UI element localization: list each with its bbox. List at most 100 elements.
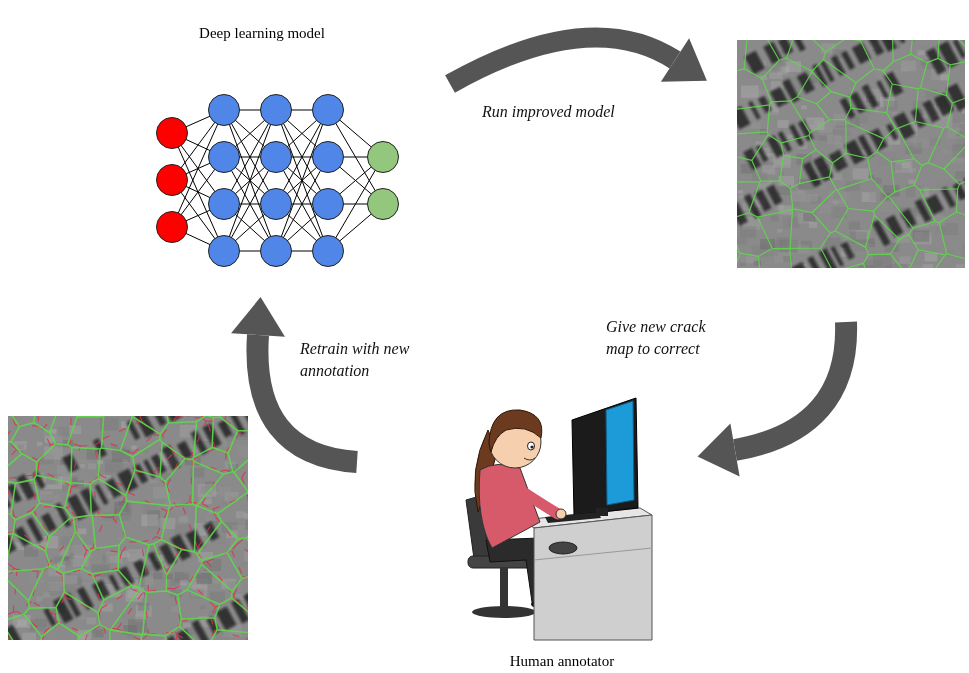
- noise-speck: [869, 243, 875, 247]
- noise-speck: [879, 152, 897, 164]
- monitor-screen: [606, 401, 634, 505]
- neuron: [261, 142, 292, 173]
- script-stroke: [92, 580, 110, 600]
- noise-speck: [806, 117, 824, 130]
- script-stroke: [886, 123, 898, 140]
- script-stroke: [868, 40, 884, 56]
- script-stroke: [963, 177, 965, 196]
- noise-speck: [925, 253, 938, 262]
- node-title: Human annotator: [510, 652, 615, 670]
- noise-speck: [244, 513, 248, 518]
- network-link: [276, 110, 328, 251]
- neuron: [209, 95, 240, 126]
- script-stroke: [876, 80, 888, 98]
- script-stroke: [946, 83, 965, 111]
- noise-speck: [819, 136, 827, 141]
- noise-speck: [790, 164, 797, 169]
- desk-front: [534, 515, 652, 640]
- noise-speck: [956, 264, 965, 268]
- noise-speck: [797, 245, 809, 254]
- noise-speck: [49, 582, 62, 591]
- noise-speck: [219, 487, 232, 496]
- noise-speck: [801, 105, 807, 109]
- script-stroke: [841, 242, 855, 260]
- script-stroke: [117, 566, 134, 587]
- script-stroke: [191, 620, 209, 640]
- noise-speck: [909, 168, 916, 173]
- noise-speck: [86, 618, 96, 625]
- script-stroke: [877, 40, 896, 52]
- noise-speck: [844, 188, 849, 192]
- neuron: [313, 236, 344, 267]
- script-stroke: [820, 61, 834, 83]
- mouth: [524, 458, 535, 460]
- script-stroke: [43, 608, 56, 627]
- neuron: [313, 95, 344, 126]
- neuron: [209, 189, 240, 220]
- noise-speck: [179, 516, 188, 522]
- script-stroke: [766, 184, 783, 205]
- script-stroke: [206, 617, 220, 635]
- noise-speck: [943, 149, 950, 154]
- noise-speck: [170, 579, 180, 586]
- noise-speck: [899, 256, 910, 264]
- crack-lines: [737, 40, 965, 268]
- arm: [508, 482, 558, 514]
- chair-stem: [500, 568, 508, 608]
- noise-speck: [903, 67, 909, 71]
- script-stroke: [16, 474, 36, 500]
- script-stroke: [243, 592, 248, 617]
- script-stroke: [756, 145, 769, 163]
- noise-speck: [778, 120, 789, 128]
- noise-speck: [242, 561, 247, 565]
- noise-speck: [248, 557, 249, 569]
- noise-speck: [58, 427, 70, 436]
- noise-speck: [24, 547, 38, 557]
- script-stroke: [782, 79, 800, 103]
- noise-speck: [69, 544, 82, 553]
- network-link: [224, 110, 276, 251]
- noise-speck: [807, 120, 814, 125]
- script-stroke: [963, 40, 965, 54]
- network-link: [224, 110, 276, 251]
- cycle-arrow-shaft: [450, 37, 675, 84]
- noise-speck: [780, 240, 798, 252]
- noise-speck: [770, 216, 778, 222]
- script-stroke: [852, 42, 871, 64]
- noise-speck: [64, 557, 70, 561]
- noise-speck: [833, 173, 843, 180]
- faded-script: [737, 40, 965, 268]
- noise-speck: [918, 50, 925, 55]
- neuron: [209, 236, 240, 267]
- script-stroke: [862, 84, 879, 108]
- noise-speck: [740, 256, 751, 264]
- script-stroke: [925, 194, 944, 215]
- script-stroke: [964, 266, 965, 268]
- noise-speck: [853, 168, 869, 179]
- chair-base: [472, 606, 536, 618]
- noise-speck: [907, 139, 918, 146]
- script-stroke: [94, 484, 108, 505]
- noise-speck: [868, 238, 875, 243]
- figure-node: Deep learning model: [137, 24, 387, 268]
- cycle-arrow-head: [661, 38, 707, 82]
- noise-speck: [244, 551, 248, 561]
- script-stroke: [242, 416, 248, 425]
- annotator-figure: [466, 398, 652, 640]
- script-stroke: [892, 40, 905, 43]
- noise-speck: [138, 603, 149, 611]
- cycle-arrow-head: [698, 423, 740, 476]
- noise-speck: [197, 528, 204, 533]
- script-stroke: [778, 40, 793, 55]
- noise-speck: [952, 145, 965, 158]
- removed-crack-lines: [8, 416, 248, 640]
- noise-speck: [781, 66, 790, 72]
- noise-speck: [238, 445, 248, 457]
- noise-speck: [849, 222, 860, 230]
- noise-speck: [880, 126, 886, 130]
- figure-node: Human annotator: [462, 392, 662, 670]
- script-stroke: [869, 128, 888, 151]
- network-link: [276, 110, 328, 251]
